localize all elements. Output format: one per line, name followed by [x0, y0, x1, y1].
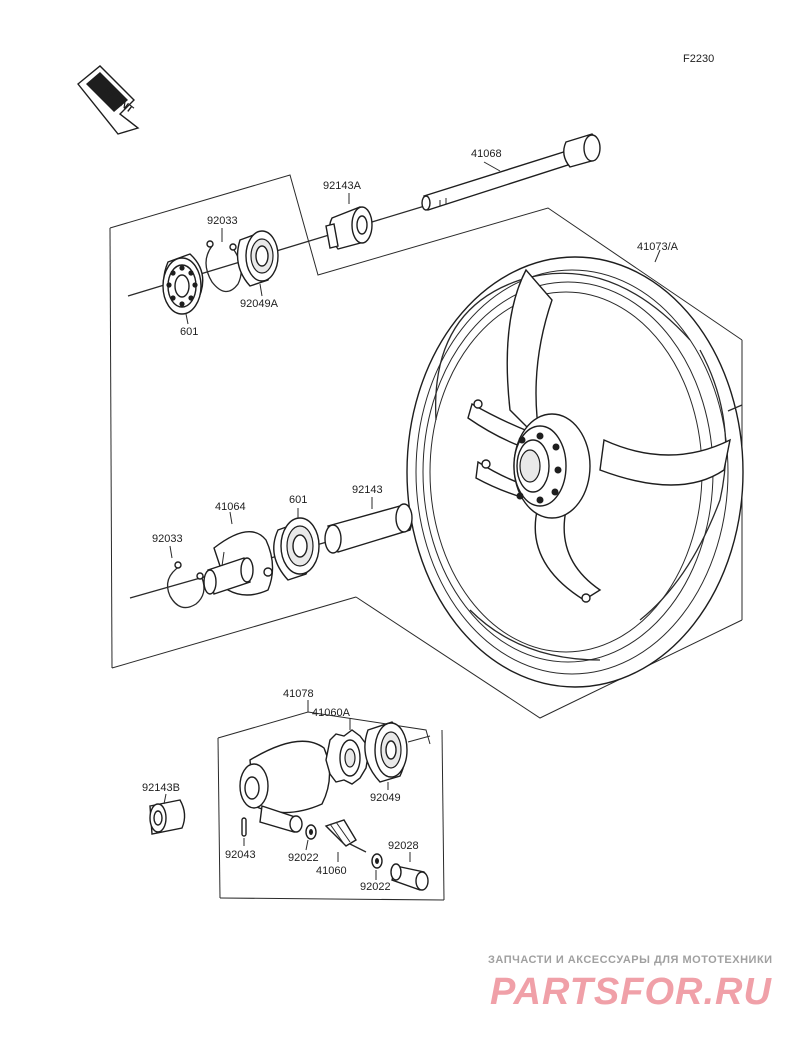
wheel — [406, 256, 744, 688]
figure-code: F2230 — [683, 53, 714, 65]
label-drive-gear: 41060A — [312, 707, 351, 719]
label-seal-top: 92049A — [240, 298, 279, 310]
watermark: ЗАПЧАСТИ И АКСЕССУАРЫ ДЛЯ МОТОТЕХНИКИ PA… — [488, 954, 773, 1013]
pinion — [324, 819, 367, 853]
washer-right — [371, 853, 383, 869]
bearing-mid — [273, 517, 320, 581]
drive-gear — [325, 729, 369, 785]
gear-housing — [239, 740, 331, 833]
label-gear-housing: 41078 — [283, 688, 314, 700]
label-circlip-mid: 92033 — [152, 533, 183, 545]
label-pin: 92043 — [225, 849, 256, 861]
seal-top — [236, 230, 279, 287]
label-axle: 41068 — [471, 148, 502, 160]
label-washer-right: 92022 — [360, 881, 391, 893]
label-circlip-top: 92033 — [207, 215, 238, 227]
label-pinion: 41060 — [316, 865, 347, 877]
pin — [241, 817, 247, 837]
circlip-top — [205, 240, 242, 293]
spacer — [324, 503, 413, 554]
watermark-logo: PARTSFOR.RU — [490, 971, 772, 1013]
washer-left — [305, 824, 317, 840]
label-bearing-top: 601 — [180, 326, 198, 338]
label-collar-92143a: 92143A — [323, 180, 362, 192]
front-arrow-icon: FRONT — [77, 65, 140, 135]
upper-group-outline — [109, 174, 743, 719]
label-collar-92143b: 92143B — [142, 782, 180, 794]
seal-bottom — [364, 721, 408, 783]
label-bushing: 92028 — [388, 840, 419, 852]
hub-cover — [203, 531, 274, 596]
label-wheel: 41073/A — [637, 241, 679, 253]
label-washer-left: 92022 — [288, 852, 319, 864]
circlip-mid — [166, 561, 205, 609]
bearing-top — [162, 253, 204, 315]
bushing — [390, 863, 429, 891]
collar-92143b — [149, 799, 186, 835]
label-spacer: 92143 — [352, 484, 383, 496]
label-hub-cover: 41064 — [215, 501, 246, 513]
lower-group-outline — [217, 711, 445, 901]
label-seal-bottom: 92049 — [370, 792, 401, 804]
collar-92143a — [325, 206, 373, 250]
watermark-tagline: ЗАПЧАСТИ И АКСЕССУАРЫ ДЛЯ МОТОТЕХНИКИ — [488, 954, 773, 966]
label-bearing-mid: 601 — [289, 494, 307, 506]
